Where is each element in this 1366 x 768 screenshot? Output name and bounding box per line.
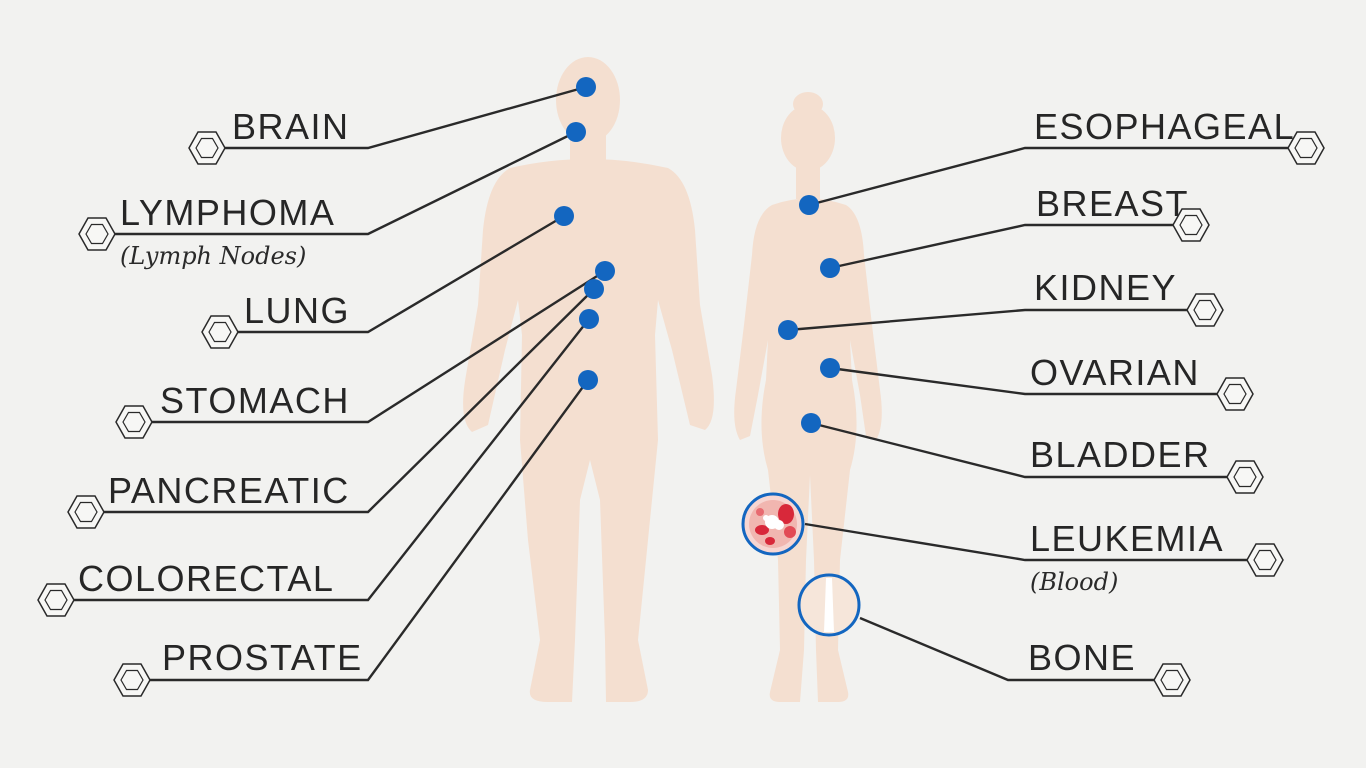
prostate-marker [578,370,598,390]
hexagon-icon [201,315,239,349]
label-brain: BRAIN [232,106,350,147]
label-colorectal: COLORECTAL [78,558,334,599]
leader-lines [68,85,1290,682]
label-esophageal: ESOPHAGEAL [1034,106,1295,147]
label-lymphoma: LYMPHOMA [120,192,335,233]
male-body-silhouette [463,57,714,702]
label-lung: LUNG [244,290,350,331]
hexagon-icon [113,663,151,697]
lymph-node-marker [566,122,586,142]
label-lymphoma-sub: (Lymph Nodes) [120,242,306,270]
label-kidney: KIDNEY [1034,267,1177,308]
hexagon-icon [115,405,153,439]
esophagus-marker [799,195,819,215]
hexagon-icon [1153,663,1191,697]
brain-marker [576,77,596,97]
colon-marker [579,309,599,329]
stomach-marker [595,261,615,281]
label-stomach: STOMACH [160,380,350,421]
hexagon-icon [1226,460,1264,494]
hexagon-icon [67,495,105,529]
label-bone: BONE [1028,637,1136,678]
label-leukemia-sub: (Blood) [1030,568,1118,596]
kidney-marker [778,320,798,340]
hexagon-icon [1246,543,1284,577]
bone-icon [797,573,861,637]
label-breast: BREAST [1036,183,1189,224]
bladder-marker [801,413,821,433]
hexagon-icon [1216,377,1254,411]
label-pancreatic: PANCREATIC [108,470,350,511]
ovary-marker [820,358,840,378]
hexagon-icon [1186,293,1224,327]
breast-marker [820,258,840,278]
label-ovarian: OVARIAN [1030,352,1200,393]
label-bladder: BLADDER [1030,434,1211,475]
label-leukemia: LEUKEMIA [1030,518,1224,559]
blood-cells-icon [741,492,805,556]
hexagon-icon [37,583,75,617]
hexagon-icon [188,131,226,165]
lung-marker [554,206,574,226]
organ-markers [554,77,840,433]
pancreas-marker [584,279,604,299]
hexagon-icon [78,217,116,251]
label-prostate: PROSTATE [162,637,363,678]
